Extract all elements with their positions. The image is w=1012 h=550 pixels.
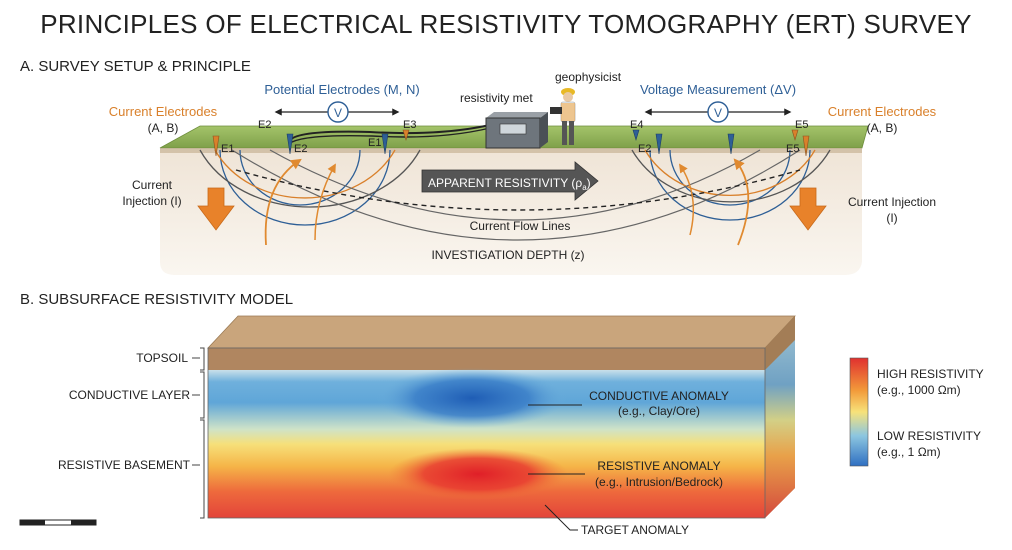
resistive-anomaly-blob <box>388 448 568 500</box>
conductive-anomaly-blob <box>377 368 567 428</box>
voltage-measurement-label: Voltage Measurement (ΔV) <box>640 82 796 97</box>
current-injection-arrow-left <box>197 187 235 231</box>
resistive-anomaly-example: (e.g., Intrusion/Bedrock) <box>595 475 723 489</box>
curved-current-arrow-right <box>733 158 750 246</box>
topsoil-layer <box>208 348 765 370</box>
target-anomaly-label: TARGET ANOMALY <box>581 523 689 537</box>
electrode-e5-top <box>791 129 799 142</box>
electrode-label-e5-top: E5 <box>795 119 808 131</box>
legend-low-label: LOW RESISTIVITY <box>877 429 981 443</box>
electrode-label-e2-right: E2 <box>638 143 651 155</box>
current-electrodes-right-title: Current Electrodes <box>828 104 937 119</box>
layer-label-topsoil: TOPSOIL <box>136 351 188 365</box>
section-b-heading: B. SUBSURFACE RESISTIVITY MODEL <box>20 291 293 308</box>
scale-bar <box>19 519 97 526</box>
voltmeter-right-symbol: V <box>714 106 722 120</box>
conductive-anomaly-label: CONDUCTIVE ANOMALY <box>589 389 729 403</box>
legend-high-label: HIGH RESISTIVITY <box>877 367 984 381</box>
cable <box>289 124 491 141</box>
block-top-face <box>207 315 796 349</box>
current-injection-right-line1: Current Injection <box>848 195 936 209</box>
electrode-spikes <box>212 129 810 157</box>
legend-high-example: (e.g., 1000 Ωm) <box>877 383 961 397</box>
apparent-resistivity-label: APPARENT RESISTIVITY (ρa) <box>428 176 591 192</box>
deep-flow-arcs <box>231 149 801 241</box>
electrode-e3 <box>402 129 410 142</box>
conductive-anomaly-example: (e.g., Clay/Ore) <box>618 404 700 418</box>
curved-current-arrow-right-2 <box>679 163 695 236</box>
current-flow-lines-label: Current Flow Lines <box>470 219 571 233</box>
electrode-label-e5-bottom: E5 <box>786 143 799 155</box>
electrode-e1-left <box>212 135 220 157</box>
electrode-e5 <box>802 135 810 157</box>
potential-electrodes-label: Potential Electrodes (M, N) <box>264 82 419 97</box>
resistivity-legend-bar <box>849 357 869 467</box>
voltmeter-right <box>707 101 729 123</box>
electrode-e2-right <box>655 133 663 155</box>
resistive-anomaly-label: RESISTIVE ANOMALY <box>597 459 720 473</box>
investigation-depth-label: INVESTIGATION DEPTH (z) <box>431 248 584 262</box>
electrode-mid-right <box>727 133 735 155</box>
current-flow-arcs-left <box>199 149 421 226</box>
geophysicist-figure <box>550 88 576 145</box>
curved-current-arrow-left <box>264 158 302 246</box>
layer-brackets <box>200 347 205 519</box>
electrode-label-e4: E4 <box>630 119 643 131</box>
electrode-label-e2-top: E2 <box>258 119 271 131</box>
current-electrodes-left-sub: (A, B) <box>148 121 179 135</box>
apparent-resistivity-dashed-line <box>235 169 801 211</box>
geophysicist-label: geophysicist <box>555 70 622 84</box>
current-injection-right-line2: (I) <box>886 211 897 225</box>
voltmeter-left <box>327 101 349 123</box>
current-electrodes-left-title: Current Electrodes <box>109 104 218 119</box>
electrode-label-e2-bottom: E2 <box>294 143 307 155</box>
electrode-label-e1-mid: E1 <box>368 137 381 149</box>
resistivity-meter-label: resistivity met <box>460 91 533 105</box>
layer-label-conductive: CONDUCTIVE LAYER <box>69 388 190 402</box>
legend-low-example: (e.g., 1 Ωm) <box>877 445 941 459</box>
section-a-heading: A. SURVEY SETUP & PRINCIPLE <box>20 58 251 75</box>
current-injection-left-line2: Injection (I) <box>122 194 181 208</box>
electrode-e2-left <box>286 133 294 155</box>
current-injection-arrow-right <box>789 187 827 231</box>
electrode-e4 <box>632 129 640 142</box>
page-title: PRINCIPLES OF ELECTRICAL RESISTIVITY TOM… <box>40 9 972 39</box>
curved-current-arrow-left-2 <box>314 163 336 241</box>
electrode-e1-mid <box>381 133 389 155</box>
layer-label-resistive: RESISTIVE BASEMENT <box>58 458 191 472</box>
electrode-label-e1-left: E1 <box>221 143 234 155</box>
resistivity-meter <box>485 112 548 149</box>
current-injection-left-line1: Current <box>132 178 173 192</box>
soil-cross-section <box>160 148 862 275</box>
apparent-resistivity-arrow <box>421 161 599 201</box>
current-electrodes-right-sub: (A, B) <box>867 121 898 135</box>
voltmeter-left-symbol: V <box>334 106 342 120</box>
electrode-label-e3: E3 <box>403 119 416 131</box>
